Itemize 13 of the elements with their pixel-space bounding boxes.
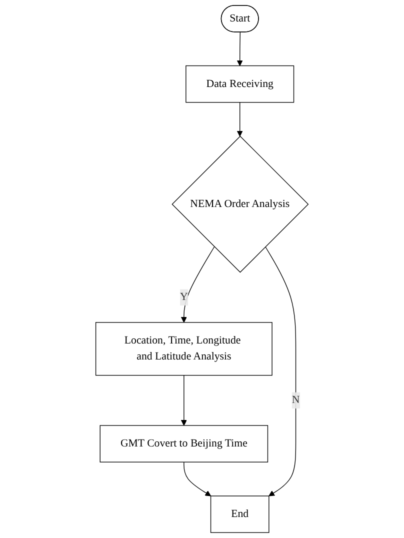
edge-label: Y bbox=[180, 291, 188, 303]
arrow bbox=[265, 246, 296, 496]
node-diamond: NEMA Order Analysis bbox=[172, 136, 309, 273]
node-box: End bbox=[210, 496, 270, 533]
arrow bbox=[236, 32, 243, 66]
node-box: GMT Covert to Beijing Time bbox=[100, 425, 268, 462]
node-box: Location, Time, Longitude and Latitude Analysis bbox=[95, 322, 272, 376]
arrow bbox=[184, 462, 212, 496]
arrow bbox=[180, 374, 187, 426]
edge-label: N bbox=[292, 394, 300, 406]
arrow bbox=[236, 102, 243, 137]
node-box: Data Receiving bbox=[186, 65, 294, 103]
arrow bbox=[180, 246, 215, 323]
